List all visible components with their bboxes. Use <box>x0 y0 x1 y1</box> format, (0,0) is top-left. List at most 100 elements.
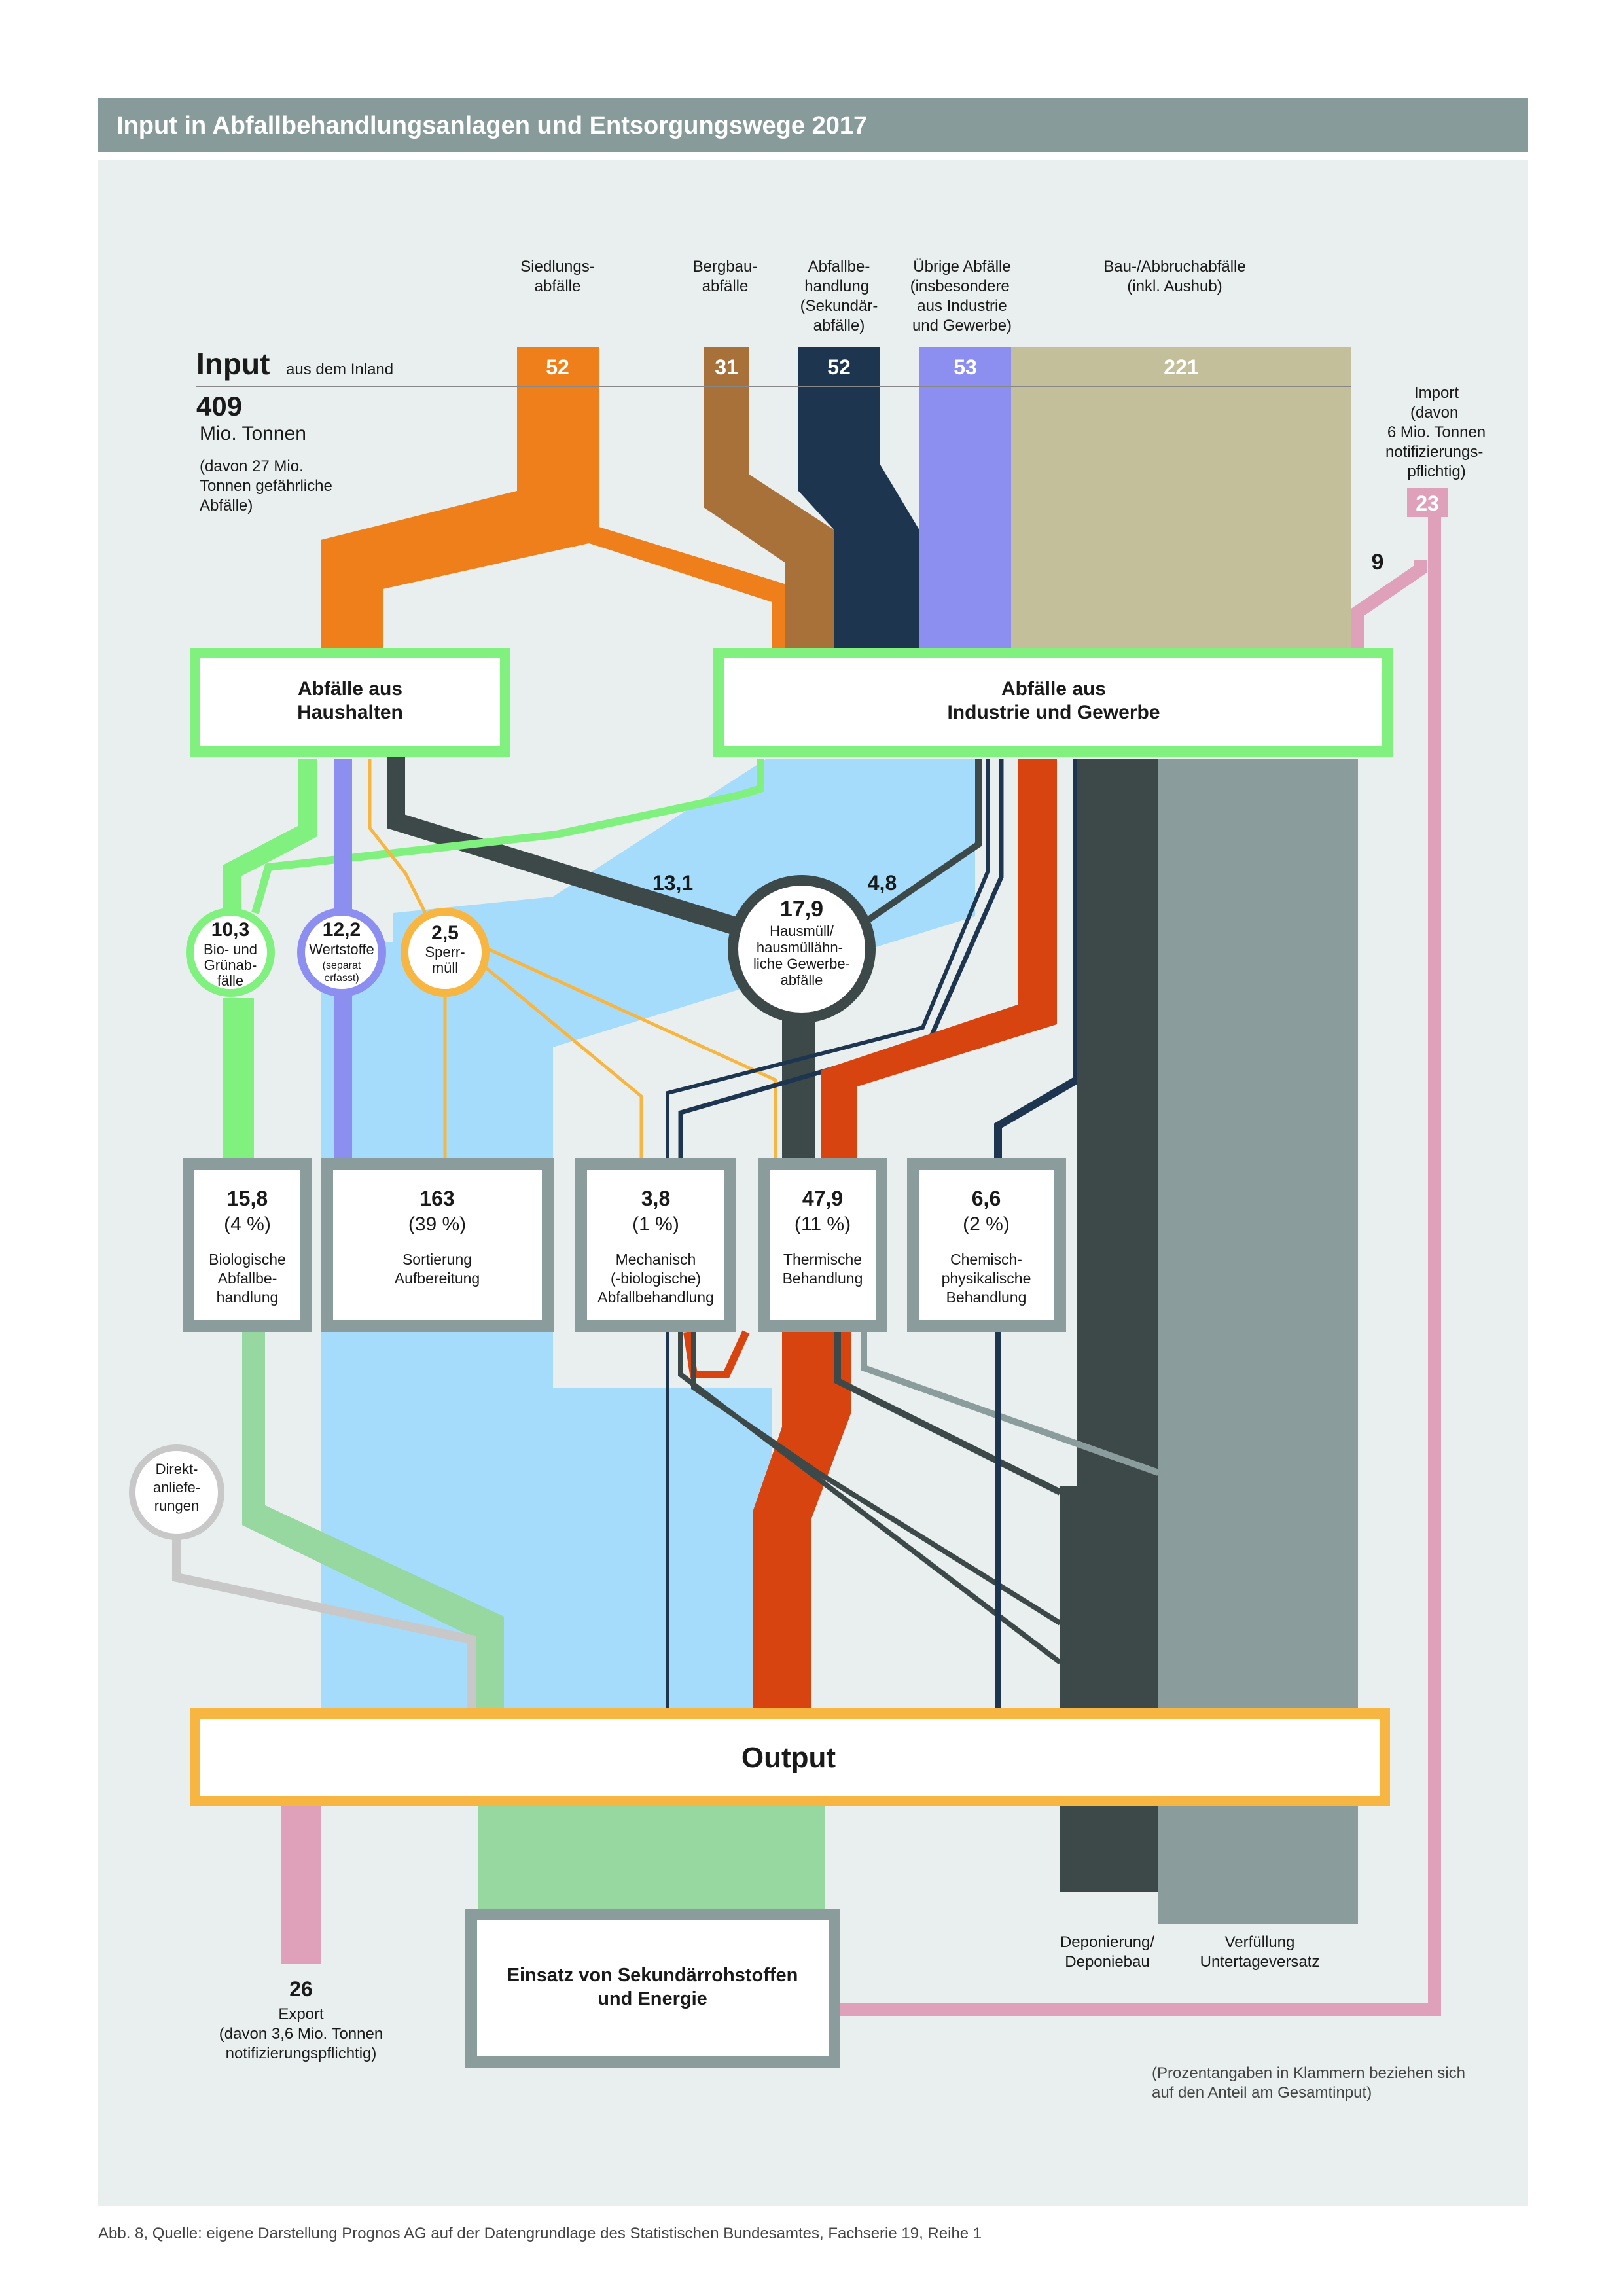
flow-sperrmuell-mba <box>470 954 643 1158</box>
source-bar-bau <box>1011 347 1351 386</box>
flow-sperrmuell-therm <box>480 944 777 1158</box>
source-label-siedlung: Siedlungs-abfälle <box>520 258 594 295</box>
flow-bergbau <box>704 347 834 648</box>
source-note: Abb. 8, Quelle: eigene Darstellung Progn… <box>98 2225 982 2242</box>
circle-direkt-label: Direkt-anliefe-rungen <box>153 1461 200 1514</box>
flow-thermisch <box>821 759 1057 1158</box>
flow-bio-haushalte <box>223 759 317 913</box>
flow-sperrmuell <box>368 759 427 914</box>
flow-uebrige <box>919 347 1011 648</box>
title-bar <box>98 98 1528 152</box>
source-label-uebrige: Übrige Abfälle(insbesondere aus Industri… <box>910 258 1014 334</box>
output-label: Output <box>741 1742 836 1774</box>
circle-hausmuell-label: Hausmüll/hausmüllähn- liche Gewerbe-abfä… <box>753 923 850 988</box>
footnote: (Prozentangaben in Klammern beziehen sic… <box>1152 2064 1465 2102</box>
flow-sekundaer <box>798 347 919 648</box>
treatment-pct-mba: (1 %) <box>632 1213 679 1235</box>
source-value-siedlung: 52 <box>546 355 569 379</box>
circle-wertstoffe-value: 12,2 <box>323 919 361 941</box>
source-bar-siedlung <box>517 347 599 386</box>
source-bar-bergbau <box>704 347 749 386</box>
treatment-value-bio: 15,8 <box>227 1187 268 1210</box>
source-bar-sekundaer <box>798 347 880 386</box>
treatment-value-sortierung: 163 <box>419 1187 454 1210</box>
circle-hausmuell <box>728 875 876 1023</box>
source-value-bau: 221 <box>1164 355 1198 379</box>
treatment-pct-cpb: (2 %) <box>963 1213 1010 1235</box>
flow-label-4-8: 4,8 <box>868 871 897 895</box>
flow-navy-1 <box>666 759 990 1158</box>
treatment-value-mba: 3,8 <box>641 1187 670 1210</box>
source-value-bergbau: 31 <box>715 355 738 379</box>
treatment-pct-sortierung: (39 %) <box>408 1213 466 1235</box>
input-unit: Mio. Tonnen <box>200 423 306 444</box>
source-bar-uebrige <box>919 347 1011 386</box>
circle-sperrmuell-label: Sperr-müll <box>425 944 465 976</box>
flow-secondary <box>478 1806 825 1911</box>
box-haushalte <box>190 648 510 757</box>
flow-direkt <box>172 1535 476 1708</box>
source-labels: Siedlungs-abfälle Bergbau-abfälle Abfall… <box>520 258 1245 334</box>
flow-mba-out-2 <box>678 1332 1062 1665</box>
flow-bio-industrie <box>251 759 764 914</box>
circle-wertstoffe-label: Wertstoffe <box>309 941 374 958</box>
box-industrie <box>713 648 1393 757</box>
source-label-bau: Bau-/Abbruchabfälle(inkl. Aushub) <box>1103 258 1245 295</box>
circle-bio-value: 10,3 <box>211 919 249 941</box>
import-bar <box>1407 488 1448 517</box>
source-value-uebrige: 53 <box>954 355 977 379</box>
treatment-boxes <box>183 1158 1066 1332</box>
treatment-box-sortierung <box>321 1158 554 1332</box>
input-sublabel: aus dem Inland <box>286 361 393 378</box>
circle-sperrmuell <box>401 908 490 997</box>
figure-title: Input in Abfallbehandlungsanlagen und En… <box>116 112 867 139</box>
import-value: 23 <box>1416 492 1439 515</box>
input-label: Input <box>196 347 270 381</box>
flow-label-13-1: 13,1 <box>652 871 693 895</box>
flow-import-split <box>1351 560 1427 648</box>
treatment-box-bio <box>183 1158 312 1332</box>
treatment-box-mba <box>575 1158 736 1332</box>
flow-deponierung-lower <box>1060 1486 1158 1892</box>
flow-bau <box>1011 347 1351 648</box>
deponie-label: Deponierung/Deponiebau <box>1060 1933 1154 1971</box>
flow-hausmuell-haushalte <box>387 756 749 939</box>
import-split-value: 9 <box>1372 550 1384 575</box>
treatment-pct-thermisch: (11 %) <box>794 1213 851 1235</box>
treatment-box-thermisch <box>758 1158 887 1332</box>
source-label-bergbau: Bergbau-abfälle <box>693 258 758 295</box>
flow-bio-out-main <box>242 1332 504 1708</box>
treatment-label-mba: Mechanisch(-biologische)Abfallbehandlung <box>597 1251 714 1306</box>
flow-therm-dep-1 <box>834 1332 1062 1496</box>
flow-thermisch-out <box>753 1332 851 1708</box>
circle-hausmuell-value: 17,9 <box>780 897 823 922</box>
source-label-sekundaer: Abfallbe-handlung (Sekundär-abfälle) <box>800 258 878 334</box>
treatment-value-cpb: 6,6 <box>972 1187 1001 1210</box>
source-value-sekundaer: 52 <box>827 355 851 379</box>
circle-direkt <box>129 1444 224 1540</box>
flow-hausmuell-industrie <box>862 759 982 926</box>
treatment-value-thermisch: 47,9 <box>802 1187 843 1210</box>
circle-wertstoffe <box>297 908 386 997</box>
flow-thermisch-loop <box>683 1330 750 1378</box>
flow-bio-to-treatment <box>223 998 254 1158</box>
flow-sortierung-lower <box>321 1322 772 1708</box>
flow-siedlung <box>321 347 802 648</box>
flows-layer <box>172 347 1441 2016</box>
circle-bio <box>186 908 275 997</box>
flow-mba-out-3 <box>691 1332 1062 1626</box>
